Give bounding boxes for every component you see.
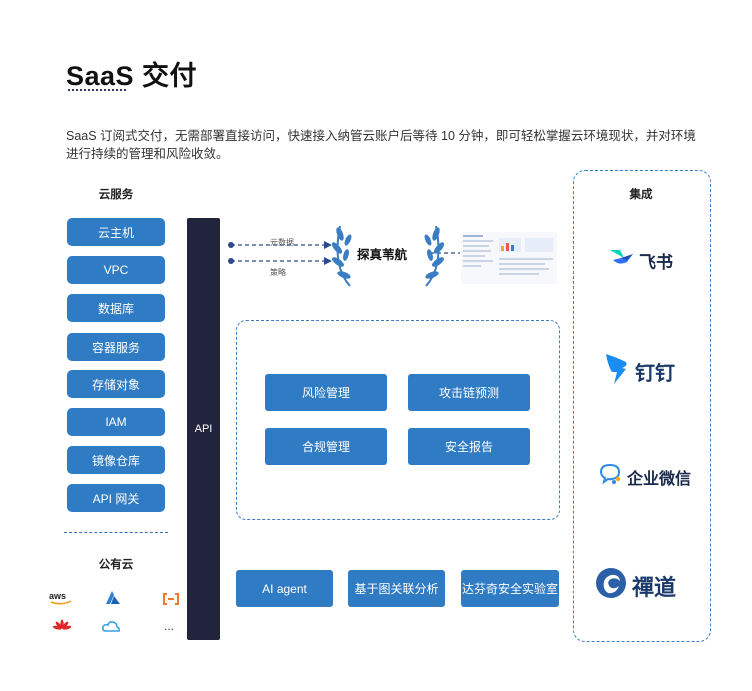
api-bar: API bbox=[187, 218, 220, 640]
security-report-button[interactable]: 安全报告 bbox=[408, 428, 530, 465]
page-description: SaaS 订阅式交付，无需部署直接访问，快速接入纳管云账户后等待 10 分钟，即… bbox=[66, 129, 696, 161]
ai-agent-button[interactable]: AI agent bbox=[236, 570, 333, 607]
report-thumbnail bbox=[461, 232, 557, 284]
public-cloud-label: 公有云 bbox=[98, 559, 134, 571]
integration-zentao[interactable]: 禪道 bbox=[594, 566, 676, 605]
service-vm[interactable]: 云主机 bbox=[67, 218, 165, 246]
feishu-label: 飞书 bbox=[639, 253, 673, 272]
service-iam[interactable]: IAM bbox=[67, 408, 165, 436]
service-object-storage[interactable]: 存储对象 bbox=[67, 370, 165, 398]
laurel-wreath-icon bbox=[331, 225, 445, 287]
integrations-label: 集成 bbox=[629, 189, 653, 201]
divider bbox=[64, 532, 168, 533]
aliyun-icon bbox=[162, 592, 180, 606]
zentao-logo-icon bbox=[594, 566, 628, 605]
graph-analysis-button[interactable]: 基于图关联分析 bbox=[348, 570, 445, 607]
davinci-lab-button[interactable]: 达芬奇安全实验室 bbox=[461, 570, 559, 607]
api-label: API bbox=[194, 423, 213, 435]
attack-chain-prediction-button[interactable]: 攻击链预测 bbox=[408, 374, 530, 411]
metadata-label: 元数据 bbox=[270, 238, 294, 247]
compliance-management-button[interactable]: 合规管理 bbox=[265, 428, 387, 465]
page-title: SaaS 交付 bbox=[66, 61, 198, 91]
wecom-logo-icon bbox=[598, 463, 624, 490]
cloud-services-label: 云服务 bbox=[98, 189, 134, 201]
policy-label: 策略 bbox=[270, 268, 286, 277]
core-functions-box bbox=[236, 320, 560, 520]
service-vpc[interactable]: VPC bbox=[67, 256, 165, 284]
integration-feishu[interactable]: 飞书 bbox=[607, 246, 673, 275]
integrations-box bbox=[573, 170, 711, 642]
flow-arrows bbox=[228, 241, 460, 265]
service-container[interactable]: 容器服务 bbox=[67, 333, 165, 361]
tencent-cloud-icon bbox=[101, 619, 121, 635]
dingtalk-logo-icon bbox=[604, 352, 630, 391]
service-image-registry[interactable]: 镜像仓库 bbox=[67, 446, 165, 474]
svg-text:aws: aws bbox=[49, 591, 66, 601]
wecom-label: 企业微信 bbox=[627, 470, 692, 488]
aws-logo: aws bbox=[48, 590, 74, 606]
more-icon: ... bbox=[163, 619, 174, 633]
huawei-icon bbox=[53, 619, 71, 635]
feishu-logo-icon bbox=[607, 246, 635, 275]
service-database[interactable]: 数据库 bbox=[67, 294, 165, 322]
dingtalk-label: 钉钉 bbox=[635, 363, 675, 385]
integration-wecom[interactable]: 企业微信 bbox=[598, 463, 691, 490]
risk-management-button[interactable]: 风险管理 bbox=[265, 374, 387, 411]
service-api-gateway[interactable]: API 网关 bbox=[67, 484, 165, 512]
integration-dingtalk[interactable]: 钉钉 bbox=[604, 352, 675, 391]
zentao-label: 禪道 bbox=[632, 574, 677, 601]
title-underline bbox=[68, 89, 126, 91]
azure-icon bbox=[104, 590, 122, 606]
product-name: 探真苇航 bbox=[357, 248, 408, 262]
